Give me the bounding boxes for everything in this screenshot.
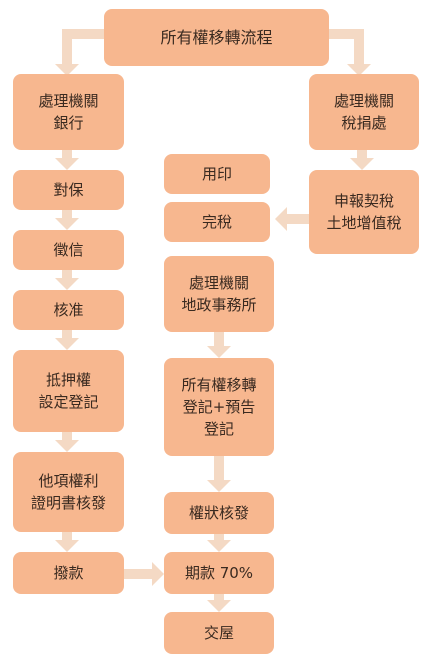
mortgage-line-1: 抵押權 bbox=[45, 371, 91, 389]
rights-certificate-line-2: 證明書核發 bbox=[30, 494, 106, 512]
tax-office-line-2: 稅捐處 bbox=[341, 114, 387, 132]
arrow-endorse-to-credit bbox=[55, 210, 79, 230]
title-text: 所有權移轉流程 bbox=[160, 27, 273, 47]
ownership-cert-box: 權狀核發 bbox=[164, 492, 274, 534]
rights-certificate-line-1: 他項權利 bbox=[38, 472, 99, 490]
declare-line-1: 申報契稅 bbox=[333, 192, 394, 210]
disburse-box: 撥款 bbox=[13, 552, 124, 594]
arrow-transfer-to-ownership-cert bbox=[207, 456, 231, 492]
arrow-credit-to-approve bbox=[55, 270, 79, 290]
transfer-box: 所有權移轉 登記+預告 登記 bbox=[164, 358, 274, 456]
tax-office-box: 處理機關 稅捐處 bbox=[309, 74, 419, 150]
arrow-title-to-tax-office bbox=[327, 29, 371, 76]
endorse-box: 對保 bbox=[13, 170, 124, 210]
arrow-approve-to-mortgage bbox=[55, 330, 79, 350]
tax-paid-box: 完稅 bbox=[164, 202, 270, 242]
land-office-line-1: 處理機關 bbox=[188, 274, 249, 292]
arrow-disburse-to-payment bbox=[124, 562, 164, 586]
approve-text: 核准 bbox=[53, 301, 84, 319]
handover-box: 交屋 bbox=[164, 612, 274, 654]
land-office-line-2: 地政事務所 bbox=[181, 296, 257, 314]
approve-box: 核准 bbox=[13, 290, 124, 330]
bank-line-1: 處理機關 bbox=[38, 92, 99, 110]
payment-box: 期款 70% bbox=[164, 552, 274, 594]
stamp-text: 用印 bbox=[201, 165, 232, 183]
arrow-ownership-cert-to-payment bbox=[207, 534, 231, 552]
declare-line-2: 土地增值稅 bbox=[326, 214, 402, 232]
credit-box: 徵信 bbox=[13, 230, 124, 270]
arrow-payment-to-handover bbox=[207, 594, 231, 612]
rights-certificate-box: 他項權利 證明書核發 bbox=[13, 452, 124, 532]
arrow-mortgage-to-certificate bbox=[55, 432, 79, 452]
title-box: 所有權移轉流程 bbox=[104, 9, 329, 66]
disburse-text: 撥款 bbox=[53, 564, 84, 582]
arrow-declare-to-tax-paid bbox=[275, 207, 310, 231]
endorse-text: 對保 bbox=[53, 181, 84, 199]
mortgage-box: 抵押權 設定登記 bbox=[13, 350, 124, 432]
arrow-title-to-bank bbox=[55, 29, 105, 76]
payment-text: 期款 70% bbox=[184, 564, 254, 582]
mortgage-line-2: 設定登記 bbox=[38, 393, 99, 411]
credit-text: 徵信 bbox=[53, 241, 84, 259]
arrow-certificate-to-disburse bbox=[55, 532, 79, 552]
declare-box: 申報契稅 土地增值稅 bbox=[309, 170, 419, 254]
transfer-line-1: 所有權移轉 bbox=[181, 376, 257, 394]
arrow-bank-to-endorse bbox=[55, 150, 79, 170]
tax-paid-text: 完稅 bbox=[201, 213, 232, 231]
handover-text: 交屋 bbox=[203, 624, 234, 642]
tax-office-line-1: 處理機關 bbox=[333, 92, 394, 110]
arrow-land-office-to-transfer bbox=[207, 332, 231, 358]
bank-box: 處理機關 銀行 bbox=[13, 74, 124, 150]
ownership-cert-text: 權狀核發 bbox=[188, 504, 249, 522]
bank-line-2: 銀行 bbox=[53, 114, 84, 132]
stamp-box: 用印 bbox=[164, 154, 270, 194]
transfer-line-3: 登記 bbox=[203, 420, 234, 438]
arrow-tax-office-to-declare bbox=[350, 150, 374, 170]
transfer-line-2: 登記+預告 bbox=[182, 398, 256, 416]
land-office-box: 處理機關 地政事務所 bbox=[164, 256, 274, 332]
